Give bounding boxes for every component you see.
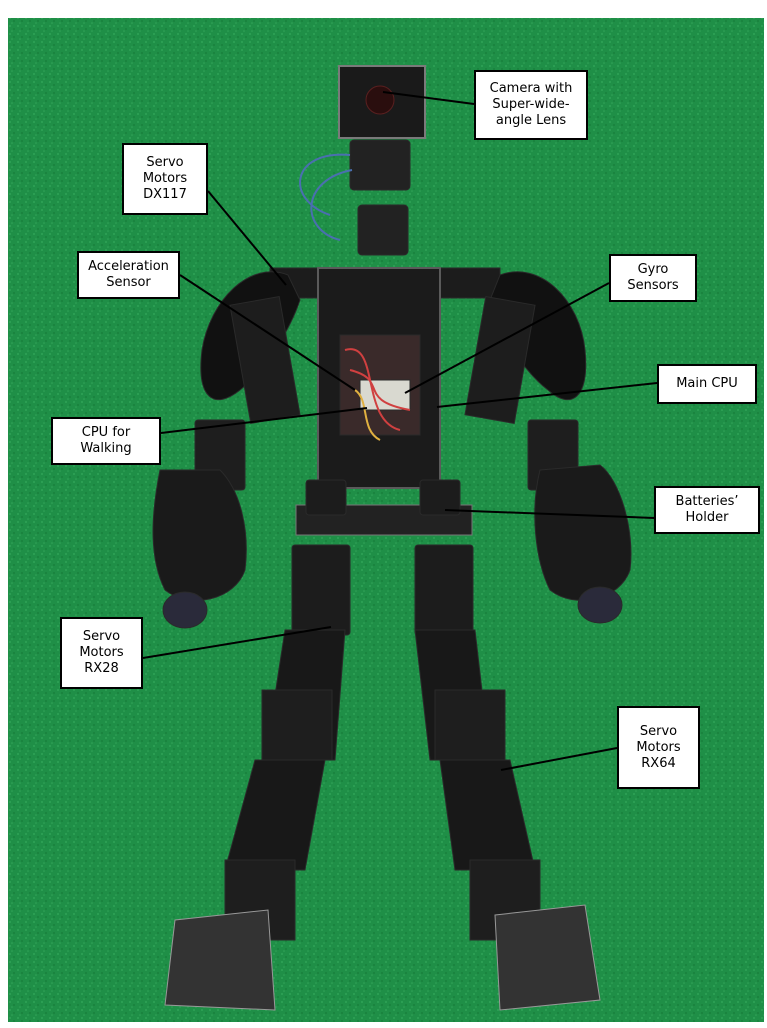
label-servo-rx28-line-2: Motors bbox=[79, 645, 124, 660]
label-main-cpu-line-1: Main CPU bbox=[676, 376, 738, 391]
label-acceleration-sensor-line-2: Sensor bbox=[106, 275, 151, 290]
label-cpu-walking-line-2: Walking bbox=[80, 441, 132, 456]
label-acceleration-sensor: Acceleration Sensor bbox=[77, 251, 180, 299]
right-hand bbox=[577, 586, 623, 624]
label-batteries-holder: Batteries’ Holder bbox=[654, 486, 760, 534]
label-servo-dx117-line-1: Servo bbox=[146, 155, 184, 170]
label-servo-rx64-line-3: RX64 bbox=[641, 755, 676, 771]
robot bbox=[152, 65, 632, 1011]
label-camera-line-2: Super-wide- bbox=[492, 97, 570, 112]
label-servo-dx117-line-3: DX117 bbox=[143, 187, 187, 202]
leader-camera bbox=[382, 91, 475, 105]
label-servo-rx64-line-1: Servo bbox=[639, 723, 678, 739]
leader-servo-rx28 bbox=[142, 626, 332, 659]
neck-servo bbox=[357, 204, 409, 256]
label-camera-line-3: angle Lens bbox=[495, 113, 567, 128]
hip-servo-left bbox=[305, 479, 347, 516]
label-gyro-sensors-line-2: Sensors bbox=[627, 278, 679, 293]
label-gyro-sensors: Gyro Sensors bbox=[609, 254, 697, 302]
hip-servo-right bbox=[419, 479, 461, 516]
gyro-board bbox=[359, 379, 411, 411]
leader-servo-dx117 bbox=[207, 190, 287, 286]
leader-lines bbox=[142, 91, 658, 771]
label-camera: Camera with Super-wide- angle Lens bbox=[474, 70, 588, 140]
left-knee-servo bbox=[261, 689, 333, 761]
left-thigh-servo bbox=[291, 544, 351, 636]
label-cpu-walking: CPU for Walking bbox=[51, 417, 161, 465]
label-servo-dx117: Servo Motors DX117 bbox=[122, 143, 208, 215]
label-servo-rx28-line-3: RX28 bbox=[84, 661, 119, 676]
label-batteries-holder-line-2: Holder bbox=[685, 510, 729, 525]
left-foot bbox=[164, 909, 276, 1011]
head-cables bbox=[299, 153, 353, 241]
camera-lens bbox=[365, 85, 395, 115]
leader-batteries-holder bbox=[444, 509, 655, 519]
left-forearm-cover bbox=[152, 469, 247, 601]
label-main-cpu: Main CPU bbox=[657, 364, 757, 404]
label-batteries-holder-line-1: Batteries’ bbox=[675, 494, 739, 509]
label-camera-line-1: Camera with bbox=[489, 81, 573, 96]
label-acceleration-sensor-line-1: Acceleration bbox=[88, 259, 169, 274]
label-gyro-sensors-line-1: Gyro bbox=[637, 262, 669, 277]
left-shin bbox=[224, 759, 326, 871]
label-servo-rx64: Servo Motors RX64 bbox=[617, 706, 700, 789]
label-cpu-walking-line-1: CPU for bbox=[81, 425, 131, 440]
label-servo-rx28-line-1: Servo bbox=[82, 629, 121, 644]
leader-acceleration-sensor bbox=[179, 274, 356, 391]
label-servo-rx64-line-2: Motors bbox=[636, 739, 681, 755]
label-servo-dx117-line-2: Motors bbox=[142, 171, 188, 186]
leader-cpu-walking bbox=[160, 407, 368, 434]
label-servo-rx28: Servo Motors RX28 bbox=[60, 617, 143, 689]
wiring bbox=[344, 348, 411, 431]
right-foot bbox=[494, 904, 601, 1011]
right-thigh-servo bbox=[414, 544, 474, 636]
wiring-2 bbox=[354, 389, 381, 441]
head-servo-upper bbox=[349, 139, 411, 191]
leader-main-cpu bbox=[436, 382, 658, 408]
leader-gyro-sensors bbox=[404, 282, 610, 394]
leader-servo-rx64 bbox=[500, 747, 618, 771]
left-hand bbox=[162, 591, 208, 629]
right-knee-servo bbox=[434, 689, 506, 761]
